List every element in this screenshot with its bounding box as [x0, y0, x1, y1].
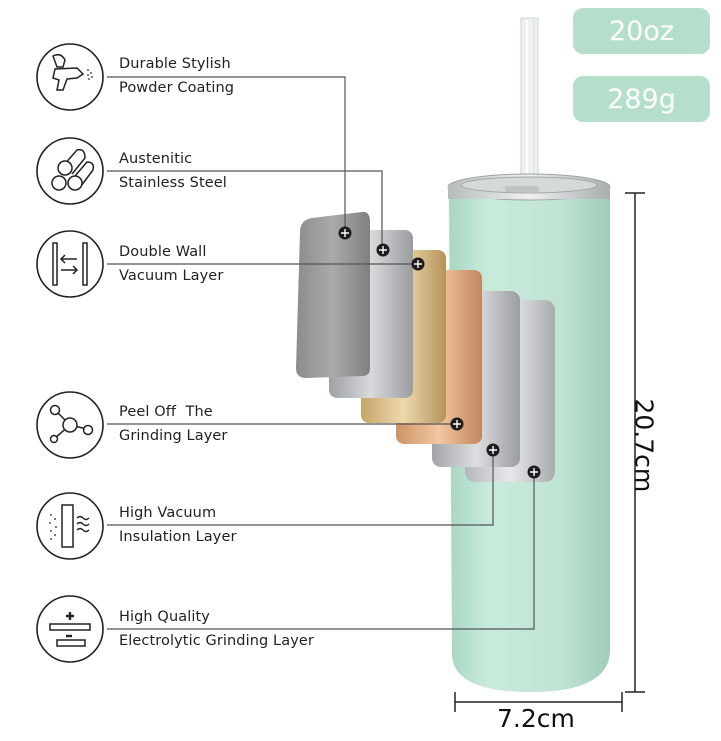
vacuum-insulation-icon	[36, 492, 104, 560]
double-wall-icon	[36, 230, 104, 298]
feature-line2: Powder Coating	[119, 80, 235, 96]
plus-markers	[338, 226, 541, 479]
feature-line1: Durable Stylish	[119, 56, 231, 72]
layer-plate-1	[296, 211, 370, 378]
feature-powder-coating: Durable Stylish Powder Coating	[119, 52, 234, 100]
width-dimension-line	[454, 692, 623, 712]
feature-line1: Austenitic	[119, 151, 193, 167]
height-dimension-line	[625, 192, 645, 693]
leader-lines	[107, 76, 535, 630]
feature-line1: High Vacuum	[119, 505, 217, 521]
feature-line2: Grinding Layer	[119, 428, 228, 444]
steel-rods-icon	[36, 137, 104, 205]
spray-gun-icon	[36, 43, 104, 111]
width-label: 7.2cm	[497, 704, 575, 733]
height-label: 20.7cm	[629, 398, 659, 493]
tumbler-lid	[447, 173, 611, 201]
weight-badge: 289g	[573, 76, 710, 122]
electrolytic-icon	[36, 595, 104, 663]
feature-line1: High Quality	[119, 609, 210, 625]
capacity-text: 20oz	[608, 15, 675, 47]
weight-text: 289g	[607, 83, 676, 115]
molecule-icon	[36, 391, 104, 459]
straw	[520, 17, 539, 191]
feature-vacuum-insulation: High Vacuum Insulation Layer	[119, 501, 237, 549]
feature-double-wall: Double Wall Vacuum Layer	[119, 240, 223, 288]
feature-stainless-steel: Austenitic Stainless Steel	[119, 147, 227, 195]
capacity-badge: 20oz	[573, 8, 710, 54]
feature-line1: Peel Off The	[119, 404, 213, 420]
feature-line2: Electrolytic Grinding Layer	[119, 633, 314, 649]
feature-electrolytic: High Quality Electrolytic Grinding Layer	[119, 605, 314, 653]
feature-line2: Insulation Layer	[119, 529, 237, 545]
feature-line1: Double Wall	[119, 244, 207, 260]
feature-line2: Stainless Steel	[119, 175, 227, 191]
feature-line2: Vacuum Layer	[119, 268, 224, 284]
feature-grinding-layer: Peel Off The Grinding Layer	[119, 400, 227, 448]
